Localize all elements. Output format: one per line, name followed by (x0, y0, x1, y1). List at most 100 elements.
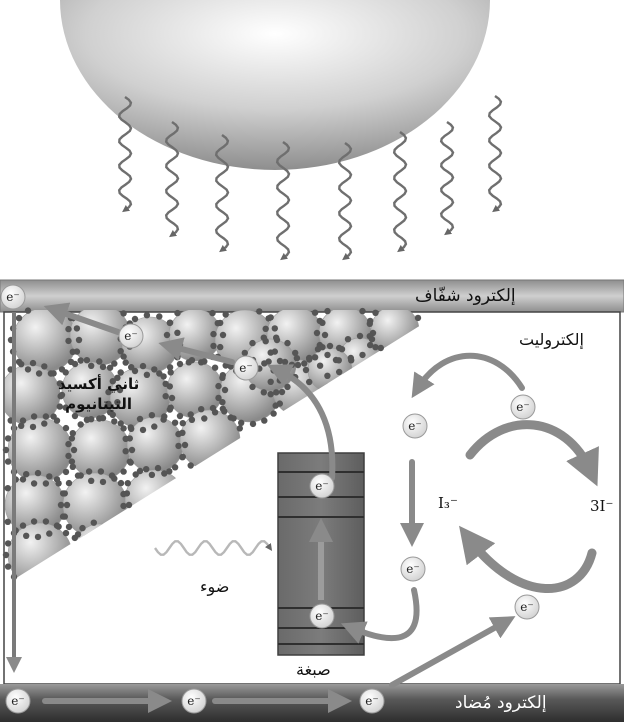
triiodide-label: I₃⁻ (438, 494, 458, 512)
dye-molecule-dot (57, 393, 64, 400)
dye-molecule-dot (116, 386, 124, 394)
dye-molecule-dot (117, 479, 125, 487)
electron-circle (181, 688, 207, 714)
dye-molecule-dot (122, 359, 129, 366)
dye-molecule-dot (321, 331, 329, 339)
electron-icon: e⁻ (400, 556, 426, 582)
light-rays (117, 95, 503, 261)
electron-symbol: e⁻ (187, 694, 200, 708)
dye-molecule-dot (249, 383, 256, 391)
light-ray-7 (439, 121, 455, 236)
electron-icon: e⁻ (0, 284, 26, 310)
dye-molecule-dot (65, 337, 72, 345)
dye-molecule-dot (167, 404, 174, 411)
tio2-label-line1: ثاني أكسيد (58, 375, 140, 393)
dye-molecule-dot (260, 389, 267, 396)
electron-icon: e⁻ (514, 594, 540, 620)
dye-molecule-dot (59, 513, 67, 520)
dye-molecule-dot (117, 420, 124, 427)
dye-molecule-dot (270, 410, 277, 417)
dye-molecule-dot (2, 551, 10, 559)
electron-symbol: e⁻ (239, 361, 252, 375)
dye-molecule-dot (4, 563, 12, 570)
dye-molecule-dot (230, 415, 237, 422)
dye-molecule-dot (267, 378, 274, 385)
dye-molecule-dot (306, 378, 313, 386)
dye-molecule-dot (356, 332, 364, 340)
light-ray-6 (392, 131, 408, 253)
dye-molecule-dot (79, 524, 86, 532)
dye-molecule-dot (209, 309, 216, 317)
redox-cycle-bottom-arrow (459, 525, 597, 593)
dye-molecule-dot (276, 357, 284, 365)
dye-molecule-dot (236, 425, 243, 432)
dye-molecule-dot (366, 320, 373, 327)
dye-molecule-dot (96, 358, 103, 365)
dye-molecule-dot (57, 501, 65, 509)
dye-molecule-dot (316, 317, 323, 325)
dye-molecule-dot (166, 468, 173, 475)
dye-molecule-dot (65, 479, 73, 487)
dye-molecule-dot (18, 361, 25, 368)
electron-circle (309, 603, 335, 629)
dye-molecule-dot (201, 358, 208, 365)
electrolyte-curve-top (411, 352, 525, 399)
dye-molecule-dot (117, 369, 124, 376)
dye-molecule-dot (267, 391, 274, 398)
dye-molecule-dot (276, 377, 283, 384)
dye-molecule-dot (167, 369, 174, 376)
dye-molecule-dot (161, 470, 168, 477)
dye-molecule-dot (211, 364, 219, 371)
dye-molecule-dot (301, 360, 308, 367)
dye-molecule-dot (288, 361, 296, 368)
electron-icon: e⁻ (309, 603, 335, 629)
dye-molecule-dot (272, 402, 279, 409)
dye-molecule-dot (34, 533, 42, 541)
dye-molecule-dot (4, 458, 12, 465)
dye-molecule-dot (50, 370, 57, 377)
dye-molecule-dot (24, 366, 32, 373)
dye-molecule-dot (347, 354, 354, 362)
dye-molecule-dot (217, 343, 224, 351)
dye-molecule-dot (46, 530, 53, 537)
dye-molecule-dot (215, 394, 222, 402)
transparent-electrode-label: إلكترود شفّاف (415, 286, 516, 306)
dye-molecule-dot (175, 430, 182, 438)
electron-symbol: e⁻ (315, 479, 328, 493)
dye-molecule-dot (4, 518, 11, 525)
tio2-label: ثاني أكسيد التيتانيوم (58, 374, 139, 414)
dye-molecule-dot (151, 423, 158, 430)
dye-molecule-dot (219, 331, 227, 339)
dye-molecule-dot (278, 388, 286, 396)
light-ray-8 (487, 95, 503, 213)
dye-molecule-dot (168, 394, 176, 402)
dye-molecule-dot (69, 463, 77, 470)
dye-molecule-dot (344, 336, 352, 343)
dye-molecule-dot (175, 442, 182, 450)
electrons: e⁻e⁻e⁻e⁻e⁻e⁻e⁻e⁻e⁻e⁻e⁻e⁻ (0, 284, 540, 714)
dye-molecule-dot (162, 393, 169, 400)
dye-molecule-dot (131, 315, 139, 323)
dye-molecule-dot (292, 349, 299, 357)
dye-molecule-dot (176, 360, 184, 368)
dye-molecule-dot (166, 364, 174, 371)
electron-circle (118, 323, 144, 349)
light-ray-4 (275, 141, 291, 261)
dye-molecule-dot (324, 307, 331, 315)
counter-to-electrolyte-arrow (389, 616, 516, 688)
dye-molecule-dot (179, 420, 186, 427)
dye-molecule-dot (55, 480, 62, 487)
dye-molecule-dot (88, 362, 95, 369)
dye-molecule-dot (238, 419, 245, 426)
dye-molecule-dot (105, 400, 112, 408)
electron-icon: e⁻ (510, 394, 536, 420)
dye-molecule-dot (306, 354, 313, 362)
dye-molecule-dot (120, 425, 127, 432)
dye-molecule-dot (109, 411, 117, 418)
dye-molecule-dot (41, 420, 48, 427)
dye-molecule-dot (198, 406, 205, 413)
dye-molecule-dot (302, 366, 310, 374)
electron-symbol: e⁻ (406, 562, 419, 576)
light-wave-icon (154, 540, 273, 556)
